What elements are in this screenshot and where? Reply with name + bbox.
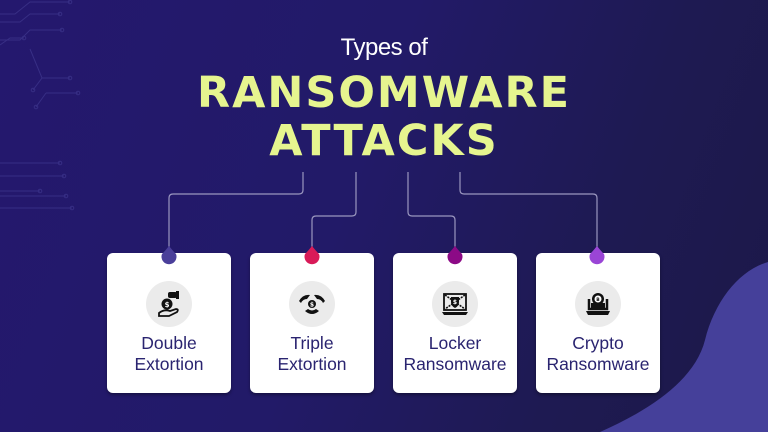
- locked-laptop-chains-icon: $: [442, 293, 468, 315]
- card-label-line1: Triple: [290, 333, 334, 353]
- card-label: Double Extortion: [107, 333, 231, 375]
- drop-marker-icon: [304, 246, 320, 265]
- card-locker-ransomware: $ Locker Ransomware: [393, 253, 517, 393]
- card-label-line2: Ransomware: [546, 354, 650, 374]
- card-label-line2: Extortion: [277, 354, 347, 374]
- icon-badge: B: [575, 281, 621, 327]
- card-label: Locker Ransomware: [393, 333, 517, 375]
- icon-badge: $: [289, 281, 335, 327]
- svg-text:$: $: [310, 302, 314, 309]
- drop-marker-icon: [589, 246, 605, 265]
- card-crypto-ransomware: B Crypto Ransomware: [536, 253, 660, 393]
- card-label: Triple Extortion: [250, 333, 374, 375]
- icon-badge: $: [146, 281, 192, 327]
- drop-marker-icon: [447, 246, 463, 265]
- card-label-line2: Extortion: [134, 354, 204, 374]
- svg-text:$: $: [165, 301, 170, 309]
- title-main-line1: RANSOMWARE: [197, 68, 571, 118]
- card-label: Crypto Ransomware: [536, 333, 660, 375]
- icon-badge: $: [432, 281, 478, 327]
- title-main-line2: ATTACKS: [269, 116, 499, 166]
- card-label-line1: Locker: [428, 333, 482, 353]
- card-label-line1: Double: [141, 333, 197, 353]
- svg-text:B: B: [596, 297, 600, 303]
- card-double-extortion: $ Double Extortion: [107, 253, 231, 393]
- card-triple-extortion: $ Triple Extortion: [250, 253, 374, 393]
- title-prefix: Types of: [340, 34, 428, 61]
- bitcoin-laptop-icon: B: [586, 293, 610, 315]
- card-label-line2: Ransomware: [403, 354, 507, 374]
- wave-shape: [600, 262, 768, 432]
- money-exchange-hands-icon: $: [299, 294, 325, 314]
- svg-text:$: $: [453, 299, 457, 306]
- money-bag-hand-icon: $: [158, 291, 179, 317]
- drop-marker-icon: [161, 246, 177, 265]
- card-label-line1: Crypto: [572, 333, 624, 353]
